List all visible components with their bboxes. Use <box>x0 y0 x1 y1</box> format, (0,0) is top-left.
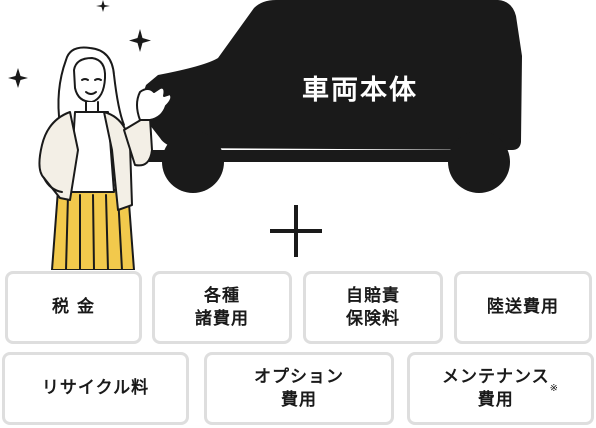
car-silhouette <box>143 0 522 193</box>
cost-item-maintenance-fee: メンテナンス 費用※ <box>407 352 594 425</box>
cost-item-misc-fees: 各種 諸費用 <box>152 271 292 344</box>
woman-figure <box>38 46 173 270</box>
sparkle-icon <box>96 0 110 12</box>
note-mark: ※ <box>549 382 560 394</box>
cost-item-tax: 税 金 <box>5 271 142 344</box>
sparkle-icon <box>129 29 151 52</box>
maintenance-label: メンテナンス 費用 <box>441 366 550 410</box>
cost-item-recycling-fee: リサイクル料 <box>2 352 189 425</box>
sparkle-icon <box>8 68 28 88</box>
cost-item-option-fee: オプション 費用 <box>204 352 394 425</box>
illustration <box>8 0 522 270</box>
cost-item-transport-fee: 陸送費用 <box>454 271 592 344</box>
plus-icon <box>270 205 322 257</box>
car-body-label: 車両本体 <box>302 75 418 106</box>
cost-item-liability-insurance: 自賠責 保険料 <box>303 271 443 344</box>
